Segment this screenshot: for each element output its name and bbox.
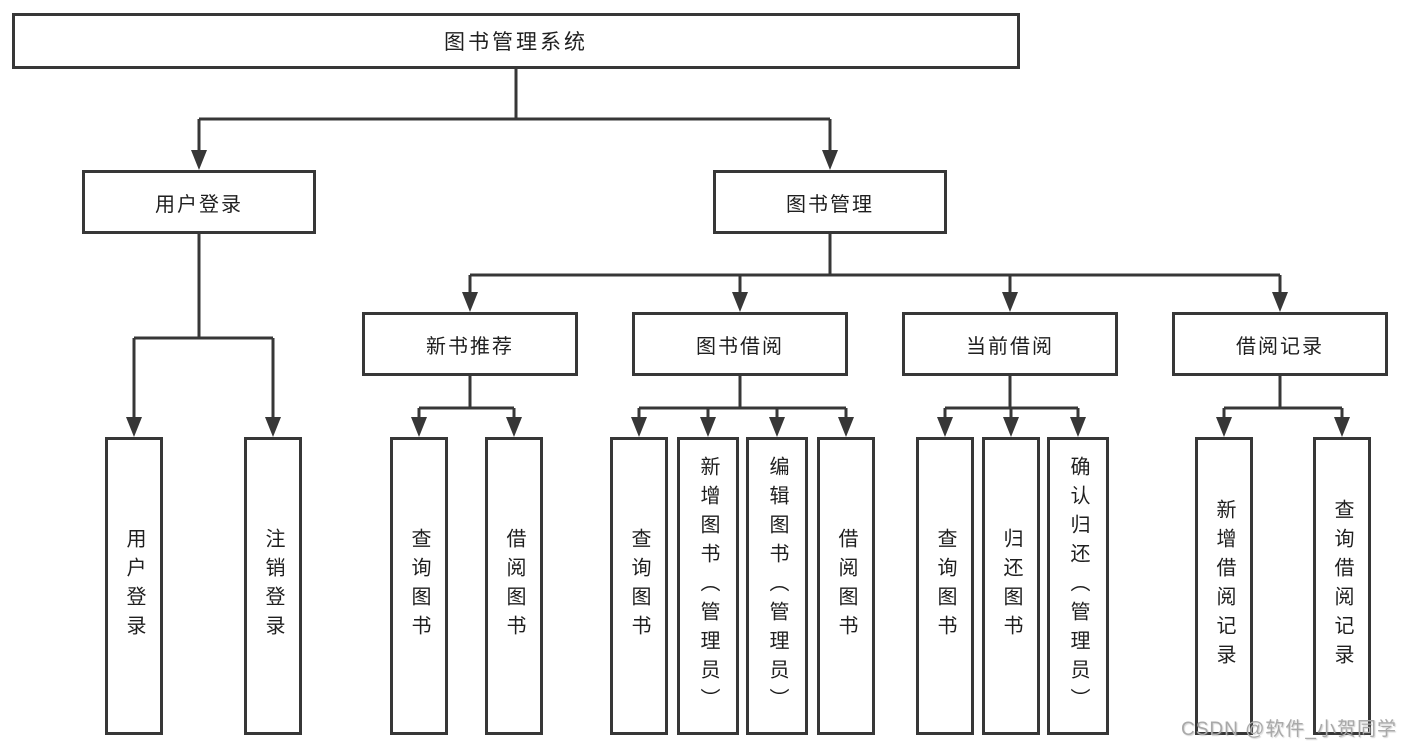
leaf-query-borrow-record-label: 查询借阅记录: [1331, 499, 1353, 673]
node-borrow-records: 借阅记录: [1172, 312, 1388, 376]
leaf-borrow-books-recommend: 借阅图书: [485, 437, 543, 735]
leaf-borrow-books: 借阅图书: [817, 437, 875, 735]
node-book-borrowing-label: 图书借阅: [696, 335, 784, 358]
leaf-logout-label: 注销登录: [262, 528, 284, 644]
node-new-book-recommend: 新书推荐: [362, 312, 578, 376]
leaf-user-login: 用户登录: [105, 437, 163, 735]
node-user-login-label: 用户登录: [155, 193, 243, 216]
leaf-confirm-return-admin: 确认归还（管理员）: [1047, 437, 1109, 735]
csdn-watermark: CSDN @软件_小贺同学: [1181, 719, 1397, 740]
leaf-logout: 注销登录: [244, 437, 302, 735]
leaf-query-borrow-record: 查询借阅记录: [1313, 437, 1371, 735]
node-new-book-recommend-label: 新书推荐: [426, 335, 514, 358]
node-user-login: 用户登录: [82, 170, 316, 234]
leaf-query-books-recommend-label: 查询图书: [408, 528, 430, 644]
leaf-add-borrow-record: 新增借阅记录: [1195, 437, 1253, 735]
leaf-user-login-label: 用户登录: [123, 528, 145, 644]
leaf-borrow-books-recommend-label: 借阅图书: [503, 528, 525, 644]
leaf-query-books-recommend: 查询图书: [390, 437, 448, 735]
leaf-borrow-books-label: 借阅图书: [835, 528, 857, 644]
leaf-confirm-return-admin-label: 确认归还（管理员）: [1067, 455, 1089, 717]
node-current-borrowing-label: 当前借阅: [966, 335, 1054, 358]
node-root-system: 图书管理系统: [12, 13, 1020, 69]
leaf-query-books-borrowing-label: 查询图书: [628, 528, 650, 644]
node-book-management: 图书管理: [713, 170, 947, 234]
leaf-return-books-label: 归还图书: [1000, 528, 1022, 644]
leaf-query-books-borrowing: 查询图书: [610, 437, 668, 735]
leaf-edit-books-admin: 编辑图书（管理员）: [746, 437, 808, 735]
node-book-management-label: 图书管理: [786, 193, 874, 216]
leaf-edit-books-admin-label: 编辑图书（管理员）: [766, 455, 788, 717]
node-borrow-records-label: 借阅记录: [1236, 335, 1324, 358]
node-current-borrowing: 当前借阅: [902, 312, 1118, 376]
leaf-query-books-current-label: 查询图书: [934, 528, 956, 644]
node-book-borrowing: 图书借阅: [632, 312, 848, 376]
leaf-add-borrow-record-label: 新增借阅记录: [1213, 499, 1235, 673]
leaf-add-books-admin-label: 新增图书（管理员）: [697, 455, 719, 717]
leaf-return-books: 归还图书: [982, 437, 1040, 735]
leaf-add-books-admin: 新增图书（管理员）: [677, 437, 739, 735]
node-root-label: 图书管理系统: [444, 31, 588, 54]
leaf-query-books-current: 查询图书: [916, 437, 974, 735]
